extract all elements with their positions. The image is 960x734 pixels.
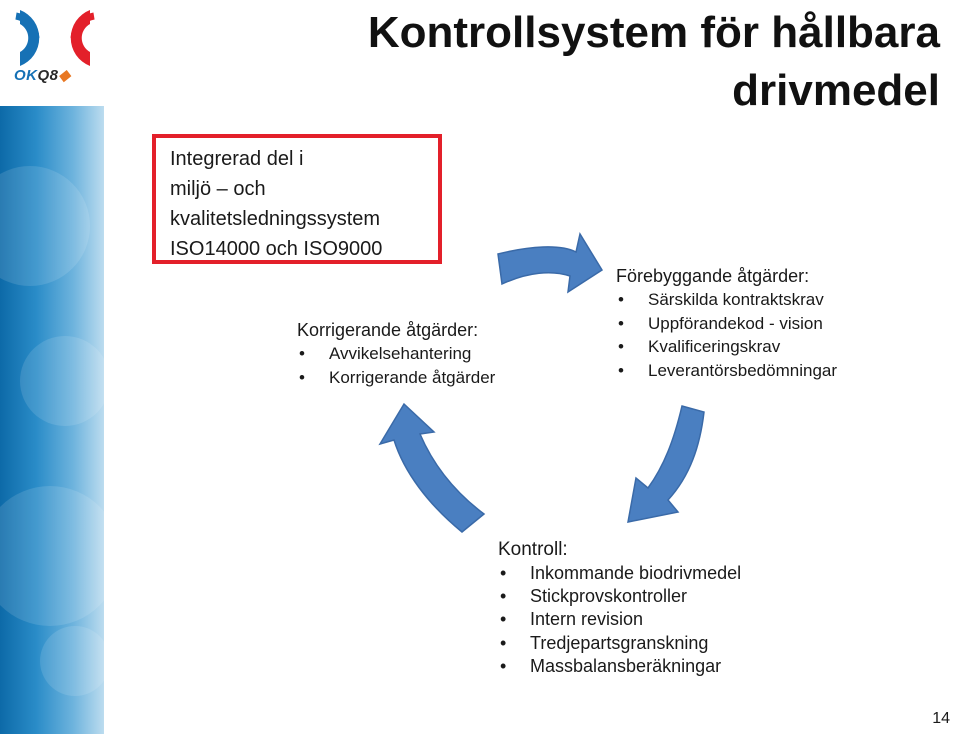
forebyggande-block: Förebyggande åtgärder: Särskilda kontrak… [616, 264, 837, 382]
list-item: Stickprovskontroller [498, 585, 741, 608]
kontroll-block: Kontroll: Inkommande biodrivmedel Stickp… [498, 537, 741, 678]
okq8-logo [15, 10, 95, 66]
list-item: Intern revision [498, 608, 741, 631]
highlight-line: Integrerad del i [170, 148, 304, 170]
arrow-to-kontroll [627, 405, 705, 523]
logo-flame-icon: ◆ [58, 67, 71, 84]
title-line-2: drivmedel [732, 66, 940, 115]
highlight-line: kvalitetsledningssystem [170, 208, 381, 230]
page-title: Kontrollsystem för hållbara drivmedel [160, 4, 940, 120]
list-item: Inkommande biodrivmedel [498, 562, 741, 585]
forebyggande-heading: Förebyggande åtgärder: [616, 266, 810, 286]
arrow-to-forebyggande [497, 232, 604, 294]
list-item: Avvikelsehantering [297, 342, 495, 366]
logo-text-ok: OK [14, 67, 38, 84]
integration-highlight-box: Integrerad del i miljö – och kvalitetsle… [152, 134, 442, 264]
side-decoration-band [0, 106, 104, 734]
list-item: Korrigerande åtgärder [297, 366, 495, 390]
kontroll-heading: Kontroll: [498, 539, 568, 560]
forebyggande-list: Särskilda kontraktskrav Uppförandekod - … [616, 288, 837, 382]
list-item: Tredjepartsgranskning [498, 632, 741, 655]
korrigerande-list: Avvikelsehantering Korrigerande åtgärder [297, 342, 495, 389]
logo-text-q8: Q8 [37, 67, 59, 84]
korrigerande-heading: Korrigerande åtgärder: [297, 320, 479, 340]
logo-wordmark: OKQ8◆ [14, 66, 96, 84]
arrow-to-korrigerande [378, 402, 486, 533]
list-item: Massbalansberäkningar [498, 655, 741, 678]
list-item: Leverantörsbedömningar [616, 359, 837, 383]
highlight-line: ISO14000 och ISO9000 [170, 238, 383, 260]
page-number: 14 [932, 710, 950, 727]
kontroll-list: Inkommande biodrivmedel Stickprovskontro… [498, 562, 741, 678]
title-line-1: Kontrollsystem för hållbara [367, 8, 940, 57]
highlight-line: miljö – och [170, 178, 266, 200]
list-item: Kvalificeringskrav [616, 335, 837, 359]
list-item: Särskilda kontraktskrav [616, 288, 837, 312]
list-item: Uppförandekod - vision [616, 312, 837, 336]
korrigerande-block: Korrigerande åtgärder: Avvikelsehanterin… [297, 318, 495, 389]
